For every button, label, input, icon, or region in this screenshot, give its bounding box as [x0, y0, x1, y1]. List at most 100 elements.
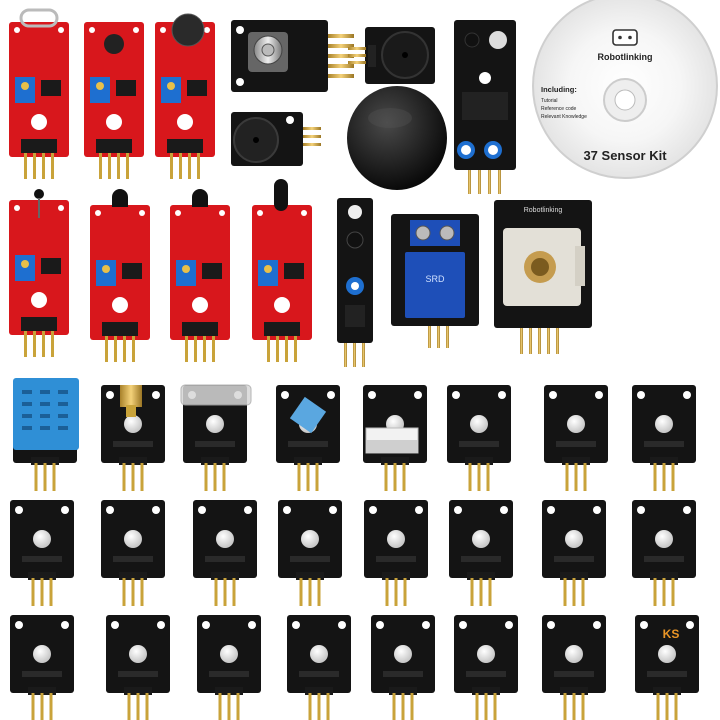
potentiometer-icon — [161, 77, 181, 103]
header-pin — [671, 463, 675, 491]
ic-chip — [284, 263, 304, 279]
obstacle-avoidance-module — [454, 20, 516, 194]
header-pin — [214, 578, 218, 606]
header-pin — [285, 336, 288, 362]
led-dome — [124, 530, 142, 548]
mount-hole — [547, 506, 555, 514]
header-pin — [479, 578, 483, 606]
header-pin — [317, 693, 321, 720]
header-block — [562, 457, 590, 465]
mount-hole — [204, 27, 210, 33]
header-block — [650, 457, 678, 465]
header-pin — [403, 578, 407, 606]
mount-hole — [160, 27, 166, 33]
mount-hole — [152, 506, 160, 514]
header-pin — [393, 463, 397, 491]
led-icon — [655, 530, 673, 548]
mount-hole — [415, 506, 423, 514]
header-block — [201, 457, 229, 465]
header-block — [560, 687, 588, 695]
header-pin — [394, 578, 398, 606]
silkscreen — [376, 556, 416, 562]
black-sensor-module — [542, 615, 606, 720]
sensor-chip-icon — [112, 189, 128, 207]
header-pin — [24, 331, 27, 357]
mount-hole — [112, 297, 128, 313]
header-pin — [203, 336, 206, 362]
header-block — [389, 687, 417, 695]
led-dome — [477, 645, 495, 663]
header-pin — [665, 693, 669, 720]
header-pin — [204, 463, 208, 491]
header-pin — [51, 331, 54, 357]
header-pin — [656, 693, 660, 720]
header-block — [381, 457, 409, 465]
led-dome — [565, 645, 583, 663]
microphone-icon — [104, 34, 124, 54]
header-pin — [126, 153, 129, 179]
led-icon — [567, 415, 585, 433]
header-pin — [140, 578, 144, 606]
header-pin — [31, 693, 35, 720]
mount-hole — [683, 391, 691, 399]
header-block — [650, 572, 678, 580]
led-icon — [472, 530, 490, 548]
header-pin — [563, 693, 567, 720]
mount-hole — [593, 621, 601, 629]
header-pin — [317, 578, 321, 606]
mount-hole — [593, 506, 601, 514]
ic-chip — [41, 258, 61, 274]
led-icon — [206, 415, 224, 433]
header-pin — [42, 331, 45, 357]
header-pin — [401, 693, 405, 720]
light-cup-block — [365, 427, 419, 454]
sensor-chip-icon — [192, 189, 208, 207]
header-block — [296, 572, 324, 580]
header-block — [467, 572, 495, 580]
header-block — [472, 687, 500, 695]
header-pin — [477, 463, 481, 491]
mount-hole — [95, 210, 101, 216]
led-dome — [124, 415, 142, 433]
header-pin — [24, 153, 27, 179]
header-block — [102, 322, 138, 336]
silkscreen — [459, 441, 499, 447]
header-pin — [49, 578, 53, 606]
mount-hole — [244, 506, 252, 514]
buzzer-icon — [233, 117, 279, 163]
header-pin — [213, 463, 217, 491]
header-pin — [49, 693, 53, 720]
led-icon — [220, 645, 238, 663]
rotary-encoder-module — [231, 20, 354, 92]
led-icon — [470, 415, 488, 433]
red-sensor-module — [155, 13, 215, 179]
led-icon — [464, 31, 507, 49]
header-pin — [653, 578, 657, 606]
black-sensor-module — [101, 385, 165, 491]
red-pcb — [170, 205, 230, 340]
header-pin — [315, 463, 319, 491]
header-pin — [40, 693, 44, 720]
mount-hole — [595, 391, 603, 399]
header-pin — [402, 463, 406, 491]
led-dome — [301, 530, 319, 548]
header-pin — [581, 578, 585, 606]
mount-hole — [327, 391, 335, 399]
header-pin — [581, 693, 585, 720]
header-pin — [131, 578, 135, 606]
red-pcb — [90, 205, 150, 340]
mount-hole — [192, 297, 208, 313]
led-dome — [394, 645, 412, 663]
kit-cd: Robotlinking Including: Tutorial Referen… — [532, 0, 718, 179]
red-sensor-module — [170, 189, 230, 362]
silkscreen — [383, 671, 423, 677]
cd-including-item: Reference code — [541, 106, 577, 112]
header-pin — [297, 463, 301, 491]
mount-hole — [15, 621, 23, 629]
header-block — [21, 139, 57, 153]
mount-hole — [61, 621, 69, 629]
header-block — [305, 687, 333, 695]
black-sensor-module — [278, 500, 342, 606]
pin-header-icon — [328, 34, 354, 78]
header-pin — [674, 693, 678, 720]
